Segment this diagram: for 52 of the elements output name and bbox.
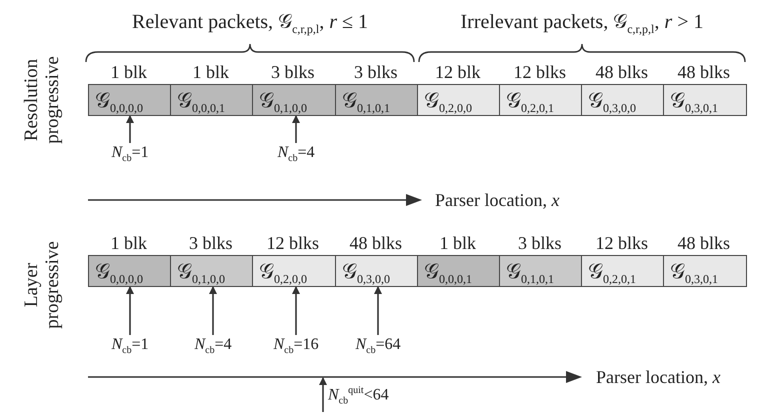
packet-cell: 𝒢$_{0,3,0,1}$ bbox=[663, 255, 746, 287]
brace-label: Irrelevant packets, 𝒢$_{c,r,p,l}$, r > 1 bbox=[460, 12, 704, 38]
codeblock-count-label: N$_{cb}$=1 bbox=[112, 336, 149, 360]
codeblock-count-label: N$_{cb}$=16 bbox=[274, 336, 319, 360]
block-count-label: 3 blks bbox=[189, 233, 233, 253]
packet-cell: 𝒢$_{0,1,0,0}$ bbox=[252, 84, 336, 116]
block-count-label: 12 blks bbox=[266, 233, 320, 253]
brace-label: Relevant packets, 𝒢$_{c,r,p,l}$, r ≤ 1 bbox=[132, 12, 368, 38]
arrow bbox=[319, 377, 327, 412]
row-label: Resolution progressive bbox=[21, 55, 63, 146]
arrow bbox=[209, 286, 217, 335]
block-count-label: 48 blks bbox=[678, 62, 730, 82]
block-count-label: 1 blk bbox=[440, 233, 476, 253]
block-count-label: 12 blk bbox=[435, 62, 481, 82]
block-count-label: 3 blks bbox=[271, 62, 315, 82]
codeblock-count-label: N$_{cb}$=4 bbox=[278, 144, 315, 168]
arrow bbox=[126, 286, 134, 335]
packet-cell: 𝒢$_{0,0,0,1}$ bbox=[170, 84, 254, 116]
row-label: Layer progressive bbox=[21, 240, 63, 331]
arrow bbox=[374, 286, 382, 335]
codeblock-count-label: N$_{cb}$$^{quit}$<64 bbox=[328, 382, 389, 411]
block-count-label: 1 blk bbox=[192, 62, 230, 82]
block-count-label: 12 blks bbox=[514, 62, 566, 82]
block-count-label: 1 blk bbox=[110, 62, 148, 82]
arrow bbox=[292, 115, 300, 143]
block-count-label: 48 blks bbox=[596, 62, 648, 82]
packet-cell: 𝒢$_{0,0,0,0}$ bbox=[88, 84, 172, 116]
block-count-label: 12 blks bbox=[596, 233, 648, 253]
packet-cell: 𝒢$_{0,3,0,1}$ bbox=[663, 84, 746, 116]
arrow bbox=[126, 115, 134, 143]
block-count-label: 48 blks bbox=[678, 233, 730, 253]
packet-cell: 𝒢$_{0,2,0,0}$ bbox=[417, 84, 500, 116]
codeblock-count-label: N$_{cb}$=1 bbox=[112, 144, 149, 168]
packet-cell: 𝒢$_{0,1,0,0}$ bbox=[170, 255, 254, 287]
block-count-label: 3 blks bbox=[354, 62, 398, 82]
packet-cell: 𝒢$_{0,2,0,0}$ bbox=[252, 255, 336, 287]
packet-cell: 𝒢$_{0,1,0,1}$ bbox=[335, 84, 418, 116]
packet-cell: 𝒢$_{0,0,0,1}$ bbox=[417, 255, 500, 287]
block-count-label: 3 blks bbox=[518, 233, 562, 253]
axis-label: Parser location, x bbox=[596, 367, 720, 387]
codeblock-count-label: N$_{cb}$=64 bbox=[356, 336, 401, 360]
block-count-label: 48 blks bbox=[350, 233, 402, 253]
packet-cell: 𝒢$_{0,3,0,0}$ bbox=[581, 84, 664, 116]
packet-cell: 𝒢$_{0,0,0,0}$ bbox=[88, 255, 172, 287]
packet-cell: 𝒢$_{0,3,0,0}$ bbox=[335, 255, 418, 287]
arrow bbox=[292, 286, 300, 335]
packet-cell: 𝒢$_{0,1,0,1}$ bbox=[499, 255, 582, 287]
packet-cell: 𝒢$_{0,2,0,1}$ bbox=[581, 255, 664, 287]
axis-label: Parser location, x bbox=[435, 190, 560, 210]
block-count-label: 1 blk bbox=[110, 233, 148, 253]
packet-cell: 𝒢$_{0,2,0,1}$ bbox=[499, 84, 582, 116]
codeblock-count-label: N$_{cb}$=4 bbox=[194, 336, 232, 360]
